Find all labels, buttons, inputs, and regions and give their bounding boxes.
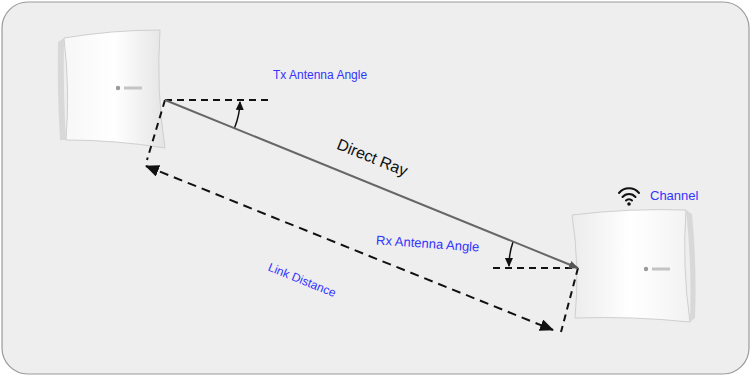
channel-label: Channel [650,188,698,204]
angle-label: Tx Antenna Angle [273,68,367,82]
